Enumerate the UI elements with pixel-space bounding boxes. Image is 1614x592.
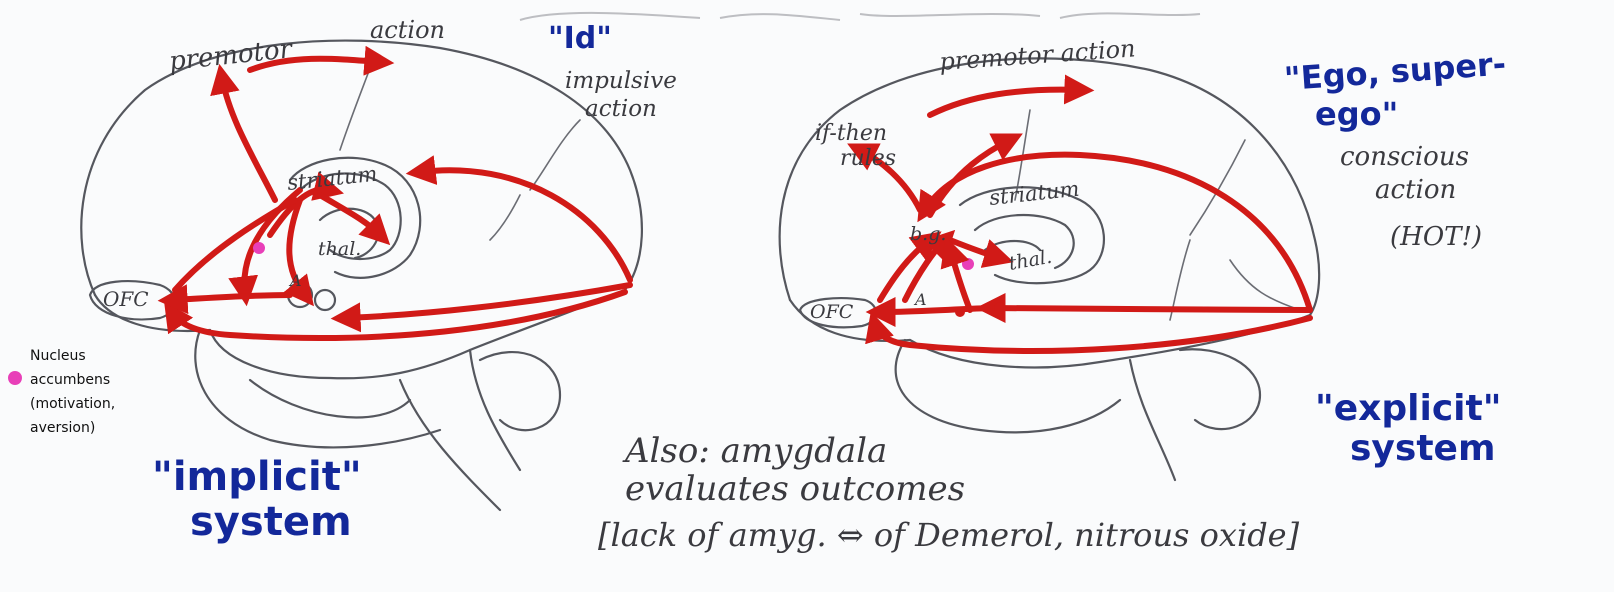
nucleus-accumbens-dot-right bbox=[962, 258, 974, 270]
right-pathways bbox=[860, 90, 1310, 351]
label-ego: "Ego, super- bbox=[1283, 45, 1507, 98]
label-conscious-action: action bbox=[1375, 175, 1456, 205]
label-if-then: if-then bbox=[815, 121, 887, 146]
nucleus-accumbens-dot-left bbox=[253, 242, 265, 254]
label-impulsive-action: action bbox=[585, 96, 657, 122]
label-a-right: A bbox=[913, 290, 927, 309]
legend-line-2: accumbens bbox=[30, 372, 110, 388]
label-thal-left: thal. bbox=[318, 238, 361, 260]
label-id: "Id" bbox=[548, 21, 612, 56]
legend-line-3: (motivation, bbox=[30, 396, 115, 412]
label-explicit: "explicit" bbox=[1315, 388, 1502, 429]
label-impulsive: impulsive bbox=[565, 68, 677, 94]
legend-dot bbox=[8, 371, 22, 385]
label-ofc-right: OFC bbox=[810, 301, 854, 323]
note-line-1: Also: amygdala bbox=[622, 431, 887, 471]
left-labels: premotor action "Id" impulsive action st… bbox=[103, 16, 677, 545]
legend-line-1: Nucleus bbox=[30, 348, 86, 364]
left-brain-outline bbox=[81, 41, 642, 510]
label-implicit-system: system bbox=[190, 499, 352, 545]
label-conscious: conscious bbox=[1340, 142, 1469, 172]
label-ego-2: ego" bbox=[1315, 95, 1398, 133]
label-striatum-left: striatum bbox=[286, 162, 378, 195]
label-bg-right: b.g. bbox=[910, 223, 946, 245]
note-line-3: [lack of amyg. ⇔ of Demerol, nitrous oxi… bbox=[598, 516, 1300, 554]
label-thal-right: thal. bbox=[1007, 246, 1053, 275]
note-line-2: evaluates outcomes bbox=[625, 469, 965, 509]
label-rules: rules bbox=[840, 146, 896, 171]
bottom-notes: Also: amygdala evaluates outcomes [lack … bbox=[598, 431, 1300, 554]
label-ofc-left: OFC bbox=[103, 287, 149, 311]
legend-line-4: aversion) bbox=[30, 420, 95, 436]
label-action-left: action bbox=[370, 16, 445, 44]
label-explicit-system: system bbox=[1350, 428, 1495, 469]
label-striatum-right: striatum bbox=[988, 177, 1080, 210]
label-a-left: A bbox=[288, 271, 302, 290]
left-pathways bbox=[172, 59, 630, 338]
label-premotor-left: premotor bbox=[168, 34, 295, 77]
legend-nucleus-accumbens: Nucleus accumbens (motivation, aversion) bbox=[8, 242, 974, 436]
top-scribble bbox=[520, 13, 1200, 20]
label-hot: (HOT!) bbox=[1390, 222, 1482, 252]
label-implicit: "implicit" bbox=[152, 454, 362, 500]
label-premotor-action-right: premotor action bbox=[938, 34, 1136, 76]
